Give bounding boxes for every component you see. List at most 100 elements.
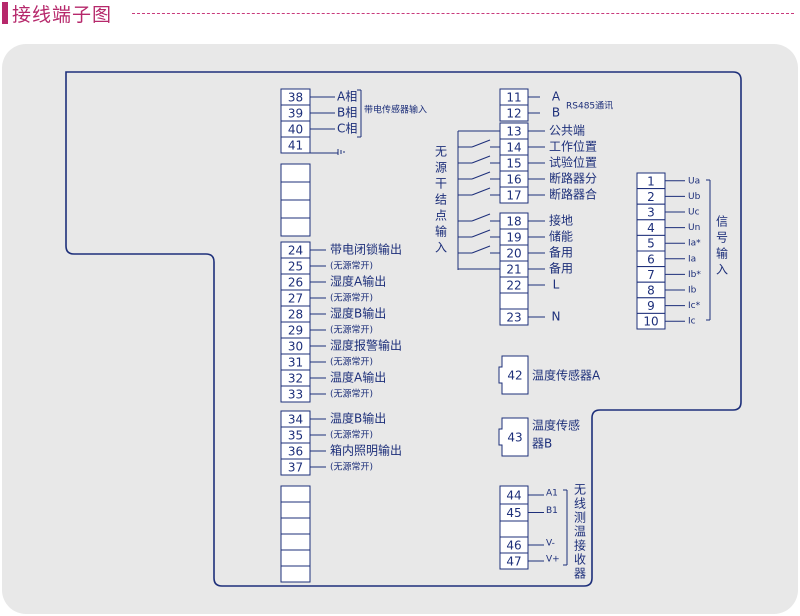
- switch-blade: [471, 245, 491, 254]
- terminal-7-number: 7: [647, 268, 655, 282]
- terminal-label-20: 备用: [549, 246, 573, 260]
- terminal-label-33: (无源常开): [330, 388, 373, 400]
- terminal-label-47: V+: [546, 555, 560, 565]
- switch-blade: [471, 213, 491, 222]
- terminal-label-4: Un: [688, 223, 700, 233]
- terminal-power-22-number: 22: [506, 279, 521, 293]
- terminal-label-24: 带电闭锁输出: [330, 242, 402, 257]
- spare-cell: [280, 549, 311, 567]
- terminal-label-14: 工作位置: [549, 139, 597, 154]
- page-title: 接线端子图: [12, 4, 113, 26]
- wireless-receiver-side-label-char: 线: [574, 497, 586, 511]
- terminal-40-number: 40: [288, 123, 303, 137]
- switch-blade: [471, 229, 491, 238]
- temp-sensor-a-connector: [498, 355, 529, 395]
- terminal-39-number: 39: [288, 107, 303, 121]
- terminal-11-number: 11: [506, 91, 521, 105]
- terminal-9-number: 9: [647, 299, 655, 313]
- terminal-33-number: 33: [288, 388, 303, 402]
- spare-cell: [280, 517, 311, 535]
- title-divider: [132, 13, 794, 14]
- switch-blade: [471, 155, 491, 164]
- terminal-label-2: Ub: [688, 192, 701, 202]
- terminal-6-number: 6: [647, 252, 655, 266]
- wireless-receiver-side-label-char: 测: [574, 511, 586, 525]
- terminal-label-39: B相: [337, 106, 357, 120]
- terminal-power-spare-cell: [499, 292, 529, 310]
- terminal-label-6: Ia: [688, 254, 696, 264]
- terminal-label-17: 断路器合: [549, 187, 597, 202]
- spare-cell: [280, 199, 311, 219]
- dry-contact-side-label-char: 源: [435, 161, 447, 175]
- terminal-label-38: A相: [337, 90, 357, 104]
- terminal-label-21: 备用: [549, 262, 573, 276]
- terminal-label-28: 湿度B输出: [330, 306, 386, 321]
- terminal-label-37: (无源常开): [330, 461, 373, 473]
- dry-contact-side-label-char: 输: [435, 224, 447, 239]
- terminal-5-number: 5: [647, 237, 655, 251]
- terminal-label-11: A: [552, 90, 561, 104]
- terminal-3-number: 3: [647, 206, 655, 220]
- terminal-label-5: Ia*: [688, 239, 701, 249]
- spare-cell: [280, 533, 311, 551]
- wireless-receiver-side-label-char: 温: [574, 525, 586, 539]
- temp-sensor-b-label-line1: 温度传感: [532, 418, 580, 433]
- terminal-label-13: 公共端: [549, 124, 585, 138]
- spare-cell: [280, 485, 311, 503]
- terminal-label-3: Uc: [688, 208, 700, 218]
- terminal-41-number: 41: [288, 139, 303, 153]
- terminal-label-18: 接地: [549, 213, 573, 228]
- wireless-receiver-side-label-char: 无: [574, 483, 586, 497]
- terminal-47-number: 47: [506, 555, 521, 569]
- terminal-16-number: 16: [506, 173, 521, 187]
- terminal-label-45: B1: [546, 506, 558, 516]
- terminal-29-number: 29: [288, 324, 303, 338]
- sensor-input-label: 带电传感器输入: [364, 104, 427, 116]
- terminal-2-number: 2: [647, 190, 655, 204]
- terminal-label-19: 储能: [549, 229, 573, 244]
- terminal-label-power: N: [552, 310, 561, 324]
- terminal-label-8: Ib: [688, 286, 697, 296]
- terminal-44-number: 44: [506, 489, 521, 503]
- terminal-32-number: 32: [288, 372, 303, 386]
- terminal-4-number: 4: [647, 221, 655, 235]
- terminal-power-23-number: 23: [506, 311, 521, 325]
- terminal-label-34: 温度B输出: [330, 411, 386, 426]
- terminal-30-number: 30: [288, 340, 303, 354]
- terminal-label-35: (无源常开): [330, 429, 373, 441]
- terminal-17-number: 17: [506, 189, 521, 203]
- terminal-31-number: 31: [288, 356, 303, 370]
- terminal-21-number: 21: [506, 263, 521, 277]
- temp-sensor-b-number: 43: [507, 431, 522, 445]
- terminal-25-number: 25: [288, 260, 303, 274]
- temp-sensor-b-connector: [498, 417, 529, 457]
- terminal-label-31: (无源常开): [330, 356, 373, 368]
- spare-cell: [280, 565, 311, 583]
- terminal-label-46: V-: [546, 539, 555, 549]
- terminal-45-number: 45: [506, 506, 521, 520]
- spare-cell: [280, 163, 311, 183]
- terminal-label-16: 断路器分: [549, 171, 597, 186]
- terminal-label-27: (无源常开): [330, 292, 373, 304]
- spare-cell: [280, 217, 311, 237]
- terminal-10-number: 10: [643, 315, 658, 329]
- terminal-8-number: 8: [647, 284, 655, 298]
- temp-sensor-a-number: 42: [507, 369, 522, 383]
- signal-input-side-label-char: 输: [716, 246, 728, 261]
- terminal-spare-cell: [499, 520, 529, 538]
- switch-blade: [471, 139, 491, 148]
- terminal-label-36: 箱内照明输出: [330, 443, 402, 458]
- switch-blade: [471, 187, 491, 196]
- terminal-34-number: 34: [288, 413, 303, 427]
- terminal-label-1: Ua: [688, 176, 700, 186]
- title-accent-bar: [2, 2, 8, 24]
- terminal-label-44: A1: [546, 489, 558, 499]
- terminal-26-number: 26: [288, 276, 303, 290]
- terminal-label-10: Ic: [688, 317, 696, 327]
- spare-cell: [280, 501, 311, 519]
- switch-blade: [471, 171, 491, 180]
- terminal-label-power: L: [553, 278, 560, 292]
- terminal-35-number: 35: [288, 429, 303, 443]
